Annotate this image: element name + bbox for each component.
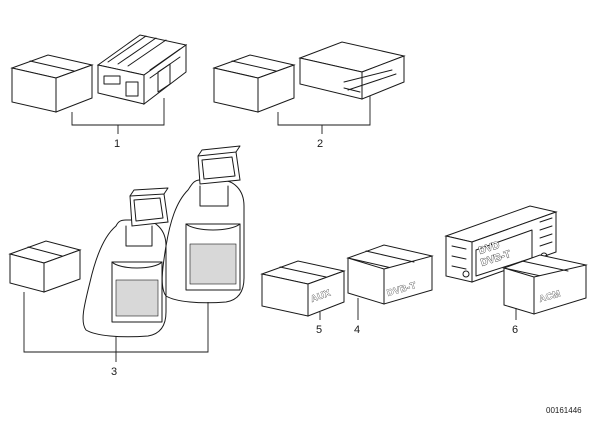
leader-line-2 <box>277 96 371 126</box>
dvd-player-unit <box>298 41 406 100</box>
part-box-aux: AUX <box>260 260 346 317</box>
part-box-acm: ACM <box>502 254 588 315</box>
callout-5: 5 <box>316 324 322 336</box>
leader-line-1 <box>71 98 165 126</box>
part-box-1a <box>10 54 94 113</box>
seat-back-right <box>161 179 245 304</box>
document-id: 00161446 <box>546 406 582 415</box>
headrest-screen-left <box>129 187 169 227</box>
part-box-3a <box>8 240 82 293</box>
callout-4: 4 <box>354 324 360 336</box>
headrest-screen-right <box>197 145 241 185</box>
seat-back-left <box>82 219 167 338</box>
dvd-changer-unit <box>96 34 188 106</box>
callout-6: 6 <box>512 324 518 336</box>
navigation-display-unit: DVD DVB-T <box>444 205 558 283</box>
callout-1: 1 <box>114 138 120 150</box>
part-box-2a <box>212 54 296 113</box>
callout-2: 2 <box>317 138 323 150</box>
part-box-dvbt: DVB-T <box>346 244 434 305</box>
callout-3: 3 <box>111 366 117 378</box>
